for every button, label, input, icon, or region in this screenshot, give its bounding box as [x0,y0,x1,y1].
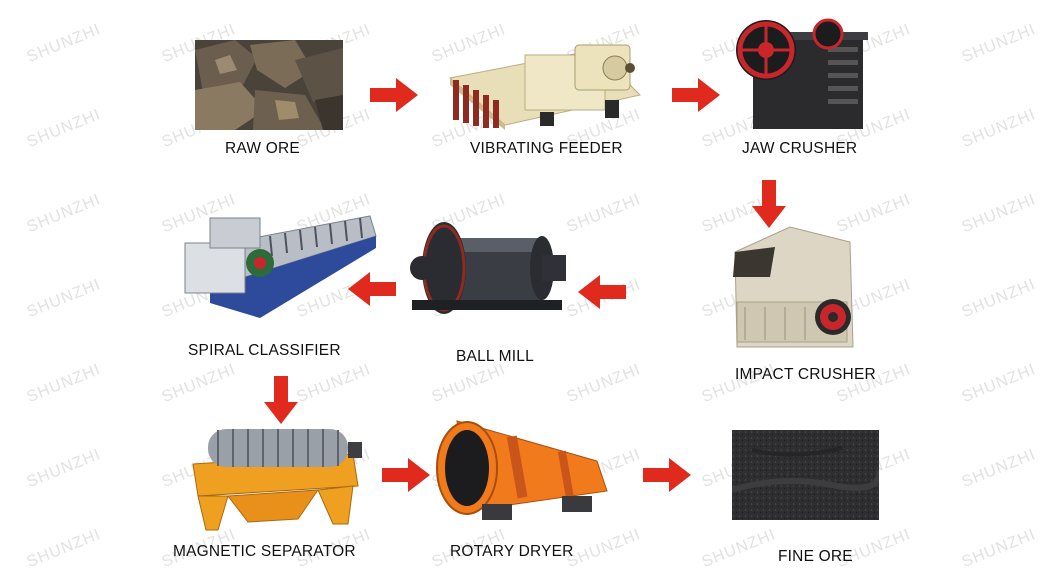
jaw-crusher-image [736,18,868,129]
flow-arrow-5 [348,272,396,306]
raw-ore-label: RAW ORE [225,140,300,157]
vibrating-feeder-label: VIBRATING FEEDER [470,140,623,157]
watermark-text: SHUNZHI [24,276,104,322]
impact-crusher-image [733,226,854,348]
watermark-text: SHUNZHI [159,361,239,407]
raw-ore-image [195,40,343,130]
watermark-text: SHUNZHI [959,191,1039,237]
spiral-classifier-image [184,215,377,318]
flow-arrow-6 [264,376,298,424]
watermark-text: SHUNZHI [959,446,1039,492]
magnetic-separator-label: MAGNETIC SEPARATOR [173,543,356,560]
rotary-dryer-label: ROTARY DRYER [450,543,574,560]
flow-arrow-3 [752,180,786,228]
watermark-text: SHUNZHI [24,446,104,492]
rotary-dryer-image [436,420,608,520]
flow-arrow-1 [370,78,418,112]
watermark-text: SHUNZHI [959,106,1039,152]
watermark-text: SHUNZHI [24,191,104,237]
watermark-text: SHUNZHI [294,361,374,407]
watermark-text: SHUNZHI [564,361,644,407]
magnetic-separator-image [192,429,362,531]
jaw-crusher-label: JAW CRUSHER [742,140,858,157]
watermark-text: SHUNZHI [429,361,509,407]
flow-arrow-7 [382,458,430,492]
fine-ore-label: FINE ORE [778,548,853,565]
watermark-text: SHUNZHI [699,526,779,572]
watermark-text: SHUNZHI [959,361,1039,407]
spiral-classifier-label: SPIRAL CLASSIFIER [188,342,341,359]
watermark-text: SHUNZHI [24,106,104,152]
watermark-text: SHUNZHI [24,526,104,572]
watermark-text: SHUNZHI [564,526,644,572]
watermark-text: SHUNZHI [24,21,104,67]
ball-mill-image [410,222,566,314]
watermark-text: SHUNZHI [564,191,644,237]
impact-crusher-label: IMPACT CRUSHER [735,366,876,383]
watermark-text: SHUNZHI [959,21,1039,67]
flow-arrow-4 [578,275,626,309]
watermark-text: SHUNZHI [959,276,1039,322]
watermark-text: SHUNZHI [959,526,1039,572]
vibrating-feeder-image [448,44,641,130]
fine-ore-image [732,430,879,520]
flow-arrow-2 [672,78,720,112]
ball-mill-label: BALL MILL [456,348,534,365]
watermark-text: SHUNZHI [24,361,104,407]
flow-arrow-8 [643,458,691,492]
